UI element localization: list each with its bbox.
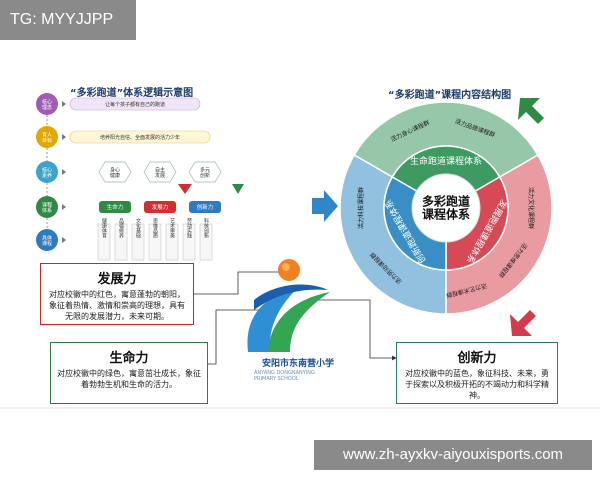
row-label-0: 核心理念 <box>42 98 52 111</box>
development-card-title: 发展力 <box>97 272 137 287</box>
specific-label-3: 思维品质 <box>152 218 158 239</box>
row-arrow-0 <box>62 101 66 107</box>
course-box-0 <box>99 201 131 213</box>
pillar-label-2: 多元创新 <box>200 166 210 179</box>
row-node-2 <box>36 161 58 183</box>
row2-box <box>69 130 211 144</box>
course-structure-wheel: 多彩跑道课程体系生命跑道课程体系发展跑道课程体系创新跑道课程体系活力身心课程群活… <box>339 101 553 315</box>
vitality-card-title: 生命力 <box>109 351 149 366</box>
right-diagram-title: “多彩跑道”课程内容结构图 <box>388 90 512 101</box>
specific-box-2 <box>131 223 145 261</box>
specific-label-4: 艺术审美 <box>169 218 175 239</box>
specific-label-2: 文化基础 <box>135 217 141 239</box>
course-label-2: 创新力 <box>197 203 214 211</box>
course-box-2 <box>189 201 221 213</box>
specific-box-0 <box>97 223 111 261</box>
row1-text: 让每个孩子都有自己的跑道 <box>105 101 165 108</box>
red-arrow <box>510 310 536 336</box>
connector-red <box>190 271 282 297</box>
watermark-bottom: www.zh-ayxkv-aiyouxisports.com <box>314 440 592 470</box>
specific-box-3 <box>148 223 162 261</box>
pillar-label-0: 身心健康 <box>110 166 120 179</box>
pillar-label-1: 自主发展 <box>155 166 165 179</box>
row-node-4 <box>36 229 58 251</box>
specific-box-4 <box>165 223 179 261</box>
innovation-card-body: 对应校徽中的蓝色，象征科技、未来，勇于探索以及积极开拓的不竭动力和科学精神。 <box>405 369 549 400</box>
outer-blue-label-1: 活力科技课程群 <box>357 187 365 229</box>
pillar-1 <box>143 161 177 183</box>
innovation-card: 创新力 对应校徽中的蓝色，象征科技、未来，勇于探索以及积极开拓的不竭动力和科学精… <box>396 342 558 404</box>
specific-label-5: 劳动实践 <box>186 217 192 238</box>
center-circle <box>411 173 481 243</box>
row-arrow-4 <box>62 237 66 243</box>
course-box-1 <box>144 201 176 213</box>
inner-label-0: 生命跑道课程体系 <box>410 155 482 167</box>
pillar-0 <box>98 161 132 183</box>
school-name: 安阳市东南营小学 <box>262 359 335 369</box>
left-diagram-title: “多彩跑道”体系逻辑示意图 <box>70 88 194 99</box>
center-label: 多彩跑道课程体系 <box>422 193 470 221</box>
pillar-2 <box>188 161 222 183</box>
specific-label-0: 健康体育 <box>101 217 107 239</box>
innovation-card-title: 创新力 <box>457 351 497 366</box>
row-arrow-2 <box>62 169 66 175</box>
specific-box-1 <box>114 223 128 261</box>
green-arrow <box>518 98 544 124</box>
green-marker <box>232 184 244 194</box>
development-card: 发展力 对应校徽中的红色，寓意蓬勃的朝阳，象征着热情、激情和崇高的理想，具有无限… <box>40 263 194 325</box>
specific-box-6 <box>199 223 213 261</box>
outer-red-label-0: 活力文化课程群 <box>527 187 535 229</box>
row-node-0 <box>36 93 58 115</box>
blue-arrow-right <box>312 190 338 222</box>
school-logo <box>247 259 330 352</box>
row-node-3 <box>36 196 58 218</box>
specific-box-5 <box>182 223 196 261</box>
row-label-2: 核心素养 <box>42 166 52 179</box>
row-node-1 <box>36 126 58 148</box>
school-english-name: ANYANG DONGNANYING PRIMARY SCHOOL <box>254 370 315 382</box>
watermark-top: TG: MYYJJPP <box>0 0 136 40</box>
course-label-0: 生命力 <box>107 203 124 211</box>
vitality-card-body: 对应校徽中的绿色，寓意茁壮成长，象征着勃勃生机和生命的活力。 <box>57 369 201 389</box>
vitality-card: 生命力 对应校徽中的绿色，寓意茁壮成长，象征着勃勃生机和生命的活力。 <box>50 342 208 404</box>
row-label-4: 具体课程 <box>42 234 52 247</box>
row2-text: 培养阳光自信、全面发展的活力少年 <box>100 134 180 141</box>
course-label-1: 发展力 <box>152 203 169 211</box>
row1-box <box>69 97 201 111</box>
specific-label-1: 品德修养 <box>118 218 124 239</box>
row-label-1: 育人目标 <box>42 131 52 144</box>
row-arrow-1 <box>62 134 66 140</box>
connector-blue <box>310 299 397 361</box>
specific-label-6: 科技创新 <box>203 217 209 239</box>
row-label-3: 课程体系 <box>42 201 52 214</box>
development-card-body: 对应校徽中的红色，寓意蓬勃的朝阳，象征着热情、激情和崇高的理想，具有无限的发展潜… <box>49 290 185 321</box>
row-arrow-3 <box>62 204 66 210</box>
connector-green <box>204 309 260 367</box>
red-marker <box>178 184 192 194</box>
